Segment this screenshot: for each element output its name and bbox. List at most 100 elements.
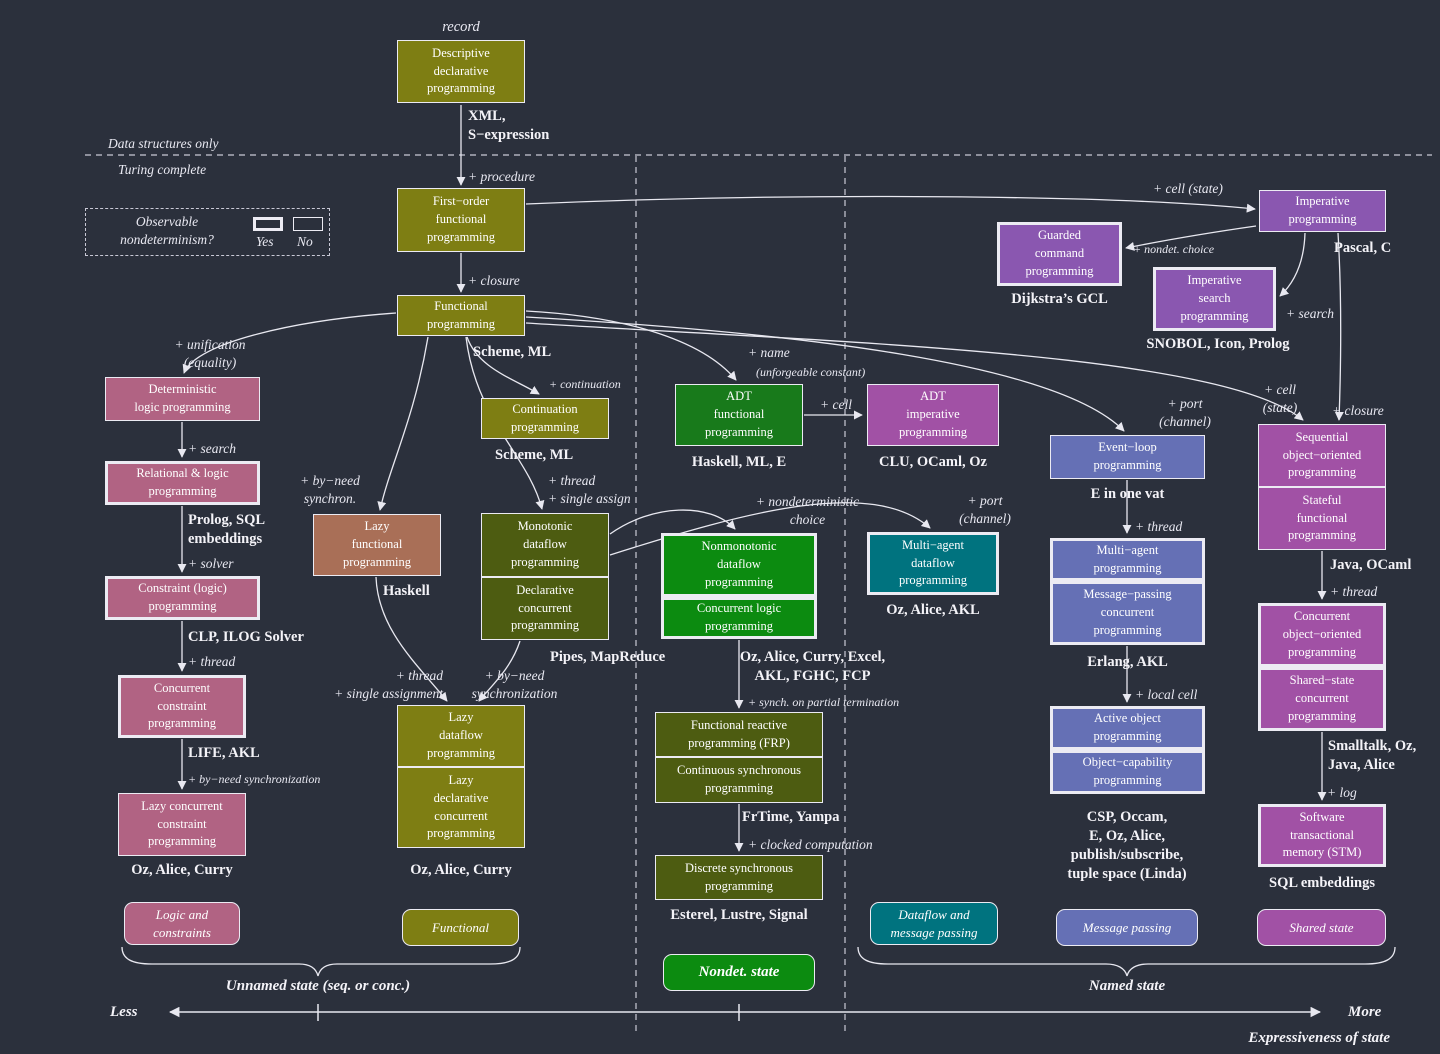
label-plus-name: + name [748,345,790,360]
caption-esterel: Esterel, Lustre, Signal [670,907,808,923]
node-monotonic-dataflow: Monotonic dataflow programming [481,513,609,577]
caption-csp-occam: CSP, Occam, E, Oz, Alice, publish/subscr… [1067,809,1187,882]
node-object-capability: Object−capability programming [1050,750,1205,794]
node-first-order-functional: First−order functional programming [397,188,525,252]
label-plus-closure-right: + closure [1332,403,1384,418]
node-adt-functional: ADT functional programming [675,384,803,446]
caption-dijkstra-gcl: Dijkstra’s GCL [1011,291,1108,307]
node-guarded-command: Guarded command programming [997,222,1122,286]
label-plus-thread-right: + thread [1330,584,1378,599]
arrow-imperative-to-guarded [1125,225,1257,251]
node-lazy-dataflow: Lazy dataflow programming [397,705,525,767]
label-plus-nondeterministic-choice: + nondeterministic choice [755,494,860,528]
node-descriptive-declarative: Descriptive declarative programming [397,40,525,103]
arrow-functional-to-eventloop [525,316,1125,432]
label-plus-closure: + closure [468,273,520,288]
caption-scheme-ml-1: Scheme, ML [473,344,552,360]
caption-erlang-akl: Erlang, AKL [1087,654,1168,670]
node-continuation: Continuation programming [481,398,609,439]
category-shared-state: Shared state [1257,909,1386,946]
label-plus-clocked: + clocked computation [748,837,873,852]
label-plus-port-channel-2: + port (channel) [1159,396,1211,430]
label-plus-search-left: + search [188,441,236,456]
caption-clu-ocaml-oz: CLU, OCaml, Oz [879,454,987,470]
arrow-functional-to-seqoo [525,322,1304,421]
label-plus-byneed-synchron: + by−need synchron. [300,473,360,507]
node-concurrent-logic: Concurrent logic programming [661,597,817,639]
arrow-lazyfn-to-lazydataflow [375,576,448,702]
node-shared-state-concurrent: Shared−state concurrent programming [1258,667,1386,731]
category-nondet-state: Nondet. state [663,954,815,991]
label-plus-port-channel-1: + port (channel) [959,493,1011,527]
node-sequential-oo: Sequential object−oriented programming [1258,424,1386,487]
node-stateful-functional: Stateful functional programming [1258,487,1386,550]
label-plus-search-right: + search [1286,306,1334,321]
caption-sql-embeddings: SQL embeddings [1269,875,1375,891]
label-turing-complete: Turing complete [118,162,207,177]
label-record: record [442,19,480,35]
arrow-imperative-to-seqoo [1334,232,1344,421]
node-active-object: Active object programming [1050,706,1205,750]
node-frp: Functional reactive programming (FRP) [655,712,823,757]
node-concurrent-constraint: Concurrent constraint programming [118,675,246,738]
node-stm: Software transactional memory (STM) [1258,804,1386,867]
arrow-monotonic-to-nonmonotonic [609,509,736,535]
node-message-passing-concurrent: Message−passing concurrent programming [1050,581,1205,645]
caption-haskell-ml-e: Haskell, ML, E [691,454,787,470]
label-plus-byneed-sync-left: + by−need synchronization [188,772,321,786]
node-nonmonotonic-dataflow: Nonmonotonic dataflow programming [661,533,817,597]
node-imperative: Imperative programming [1259,190,1386,232]
caption-smalltalk: Smalltalk, Oz, Java, Alice [1328,738,1417,773]
label-plus-local-cell: + local cell [1135,687,1198,702]
legend-yes-label: Yes [256,234,274,249]
node-deterministic-logic: Deterministic logic programming [105,377,260,421]
caption-clp: CLP, ILOG Solver [188,629,304,645]
caption-prolog-sql: Prolog, SQL embeddings [188,512,266,547]
node-relational-logic: Relational & logic programming [105,461,260,505]
legend-observable-nondeterminism: Observable nondeterminism? Yes No [85,208,330,256]
label-plus-thread-single-assignment: + thread + single assignment [334,668,443,702]
arrow-functional-to-adtfunctional [525,310,737,381]
label-plus-unification: + unification (equality) [174,337,246,371]
caption-pascal-c: Pascal, C [1334,240,1392,256]
node-event-loop: Event−loop programming [1050,435,1205,479]
label-unnamed-state: Unnamed state (seq. or conc.) [225,978,411,994]
arrow-functional-to-detlogic [182,312,397,374]
legend-no-label: No [297,234,313,249]
legend-title: Observable nondeterminism? [120,214,214,248]
legend-yes-sample [253,217,283,231]
category-message-passing: Message passing [1056,909,1198,946]
brace-unnamed-state [121,946,521,977]
label-plus-thread-eventloop: + thread [1135,519,1183,534]
caption-e-one-vat: E in one vat [1090,486,1165,502]
node-adt-imperative: ADT imperative programming [867,384,999,446]
node-functional: Functional programming [397,295,525,336]
node-imperative-search: Imperative search programming [1153,267,1276,331]
label-expressiveness-of-state: Expressiveness of state [1248,1030,1390,1046]
category-dataflow-message: Dataflow and message passing [870,902,998,945]
node-multi-agent: Multi−agent programming [1050,538,1205,581]
node-concurrent-oo: Concurrent object−oriented programming [1258,603,1386,667]
label-plus-nondet-choice-2: + nondet. choice [1133,242,1215,256]
arrow-functional-to-lazyfunctional [377,336,429,511]
label-plus-continuation: + continuation [549,377,621,391]
arrow-declconc-to-lazydataflow [478,640,521,702]
caption-snobol: SNOBOL, Icon, Prolog [1146,336,1290,352]
caption-scheme-ml-2: Scheme, ML [495,447,574,463]
label-plus-byneed-synchronization: + by−need synchronization [471,668,558,702]
arrow-functional-to-continuation [466,336,540,395]
caption-oz-excel-akl: Oz, Alice, Curry, Excel, AKL, FGHC, FCP [739,649,886,684]
label-plus-thread-single-assign: + thread + single assign [548,473,631,507]
caption-life-akl: LIFE, AKL [188,745,260,761]
caption-java-ocaml: Java, OCaml [1330,557,1412,573]
caption-oz-alice-curry-1: Oz, Alice, Curry [131,862,233,878]
caption-oz-alice-akl: Oz, Alice, AKL [886,602,980,618]
label-plus-synch-partial: + synch. on partial termination [748,695,900,709]
node-lazy-concurrent-constraint: Lazy concurrent constraint programming [118,793,246,856]
caption-oz-alice-curry-2: Oz, Alice, Curry [410,862,512,878]
label-less: Less [110,1004,138,1020]
node-lazy-functional: Lazy functional programming [313,514,441,576]
legend-no-sample [293,217,323,231]
